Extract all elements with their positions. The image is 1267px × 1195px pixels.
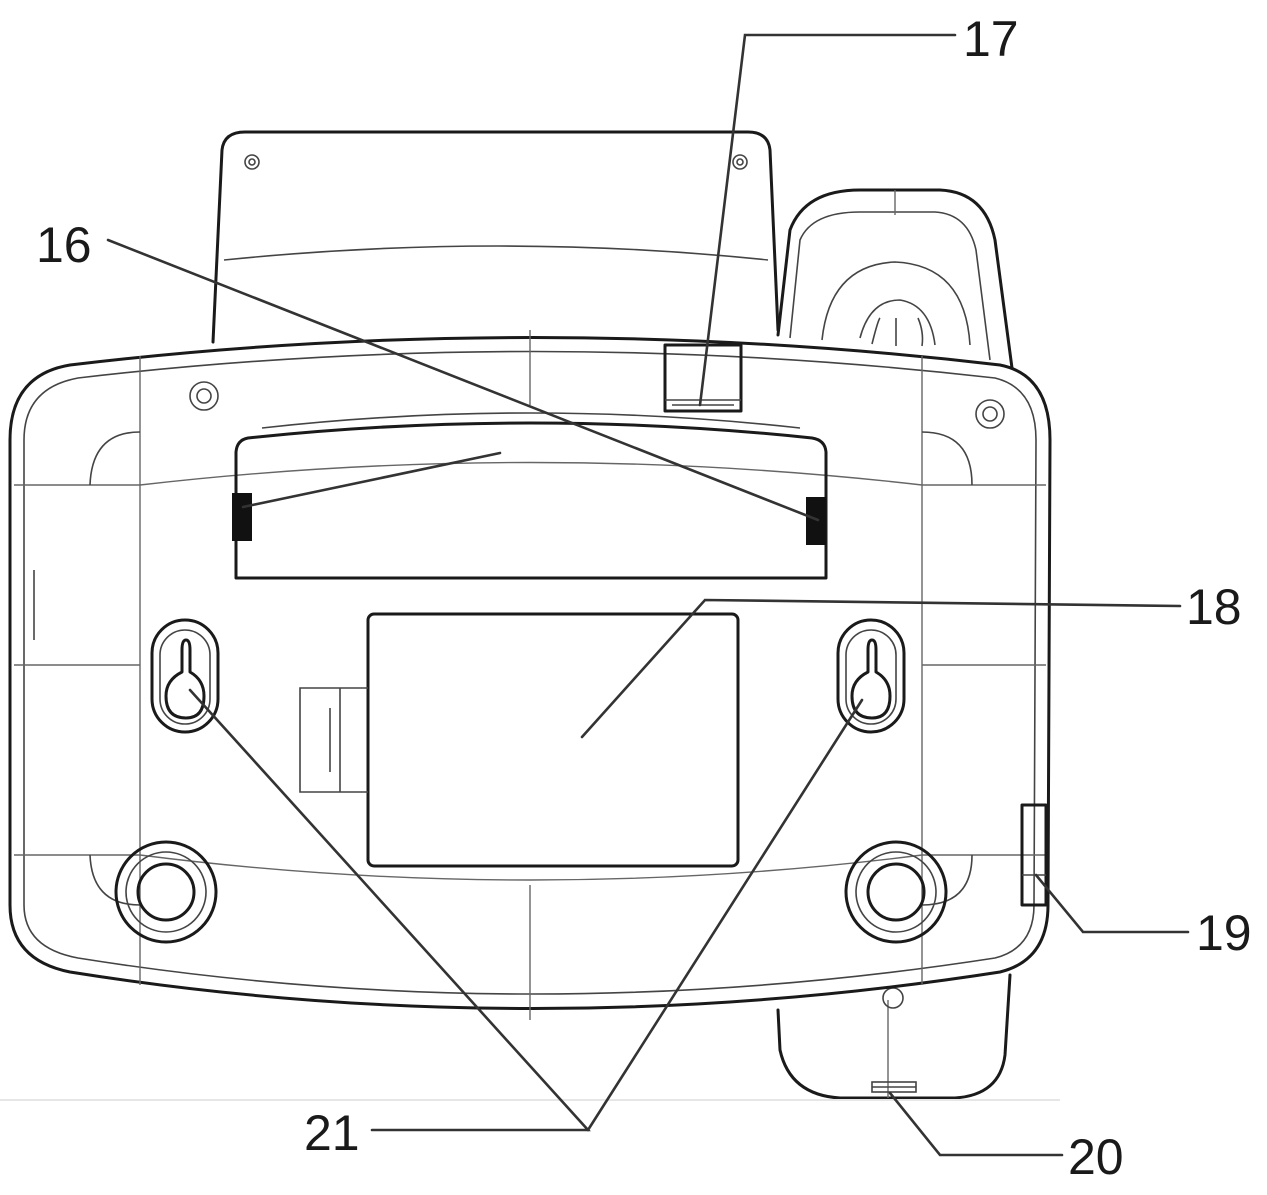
side-switch xyxy=(1020,803,1048,907)
callout-17: 17 xyxy=(963,11,1019,67)
screw-icon xyxy=(975,399,1005,429)
foot-left xyxy=(114,840,218,944)
clip-right xyxy=(806,497,826,545)
callout-21: 21 xyxy=(304,1105,360,1161)
screw-icon xyxy=(244,154,260,170)
leader-17 xyxy=(698,33,957,407)
leader-lines xyxy=(106,33,1190,1157)
callout-18: 18 xyxy=(1186,579,1242,635)
wall-mount-keyhole-left xyxy=(150,618,220,734)
rear-stand xyxy=(211,130,780,344)
leader-18 xyxy=(580,598,1182,739)
handset-bottom xyxy=(776,973,1012,1100)
clip-left xyxy=(232,493,252,541)
callout-19: 19 xyxy=(1196,905,1252,961)
battery-compartment xyxy=(299,612,740,868)
leader-19 xyxy=(1034,873,1190,934)
handset xyxy=(776,188,1014,370)
leader-21-b xyxy=(586,698,864,1132)
leader-16-b xyxy=(241,451,502,509)
leader-16-a xyxy=(106,238,820,522)
wall-mount-keyhole-right xyxy=(836,618,906,734)
foot-right xyxy=(844,840,948,944)
callout-16: 16 xyxy=(36,217,92,273)
handle-recess xyxy=(232,412,828,580)
earpiece-icon xyxy=(859,299,936,346)
leader-20 xyxy=(888,1091,1064,1157)
screw-icon xyxy=(732,154,748,170)
base-body xyxy=(8,330,1052,1020)
leader-21-a xyxy=(188,688,591,1132)
callout-20: 20 xyxy=(1068,1129,1124,1185)
screw-icon xyxy=(189,381,219,411)
port-slot xyxy=(663,343,743,413)
